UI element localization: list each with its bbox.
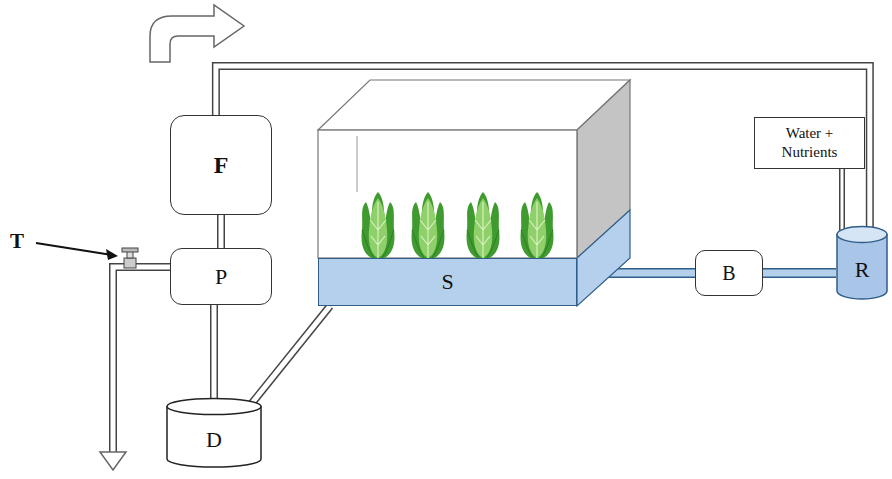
pipe-connector	[221, 215, 222, 248]
solution-band: S	[318, 258, 577, 306]
pipe-connector	[214, 305, 215, 400]
node-label: R	[855, 256, 870, 284]
node-label: B	[722, 261, 735, 286]
node-label: P	[215, 263, 227, 291]
drain-pipe	[113, 267, 170, 452]
part-label: T	[10, 229, 24, 254]
growing-tank	[318, 80, 630, 306]
pump-box: B	[695, 250, 763, 296]
drain-tank: D	[166, 398, 262, 468]
valve-symbol	[122, 248, 138, 268]
reservoir-tank: R	[836, 226, 888, 300]
outflow-arrow	[150, 5, 244, 62]
pointer-arrow	[36, 243, 112, 255]
node-label: F	[214, 150, 229, 180]
node-label: Water + Nutrients	[761, 124, 858, 162]
filter-box: F	[170, 115, 272, 215]
node-label: D	[206, 426, 222, 454]
callout-box: Water + Nutrients	[754, 117, 865, 169]
pump-box: P	[170, 248, 272, 305]
pipe-connector	[248, 306, 330, 408]
pipe-connector	[842, 169, 843, 234]
pipe-connector	[763, 273, 836, 274]
drain-arrow	[100, 452, 126, 470]
node-label: S	[441, 268, 453, 296]
